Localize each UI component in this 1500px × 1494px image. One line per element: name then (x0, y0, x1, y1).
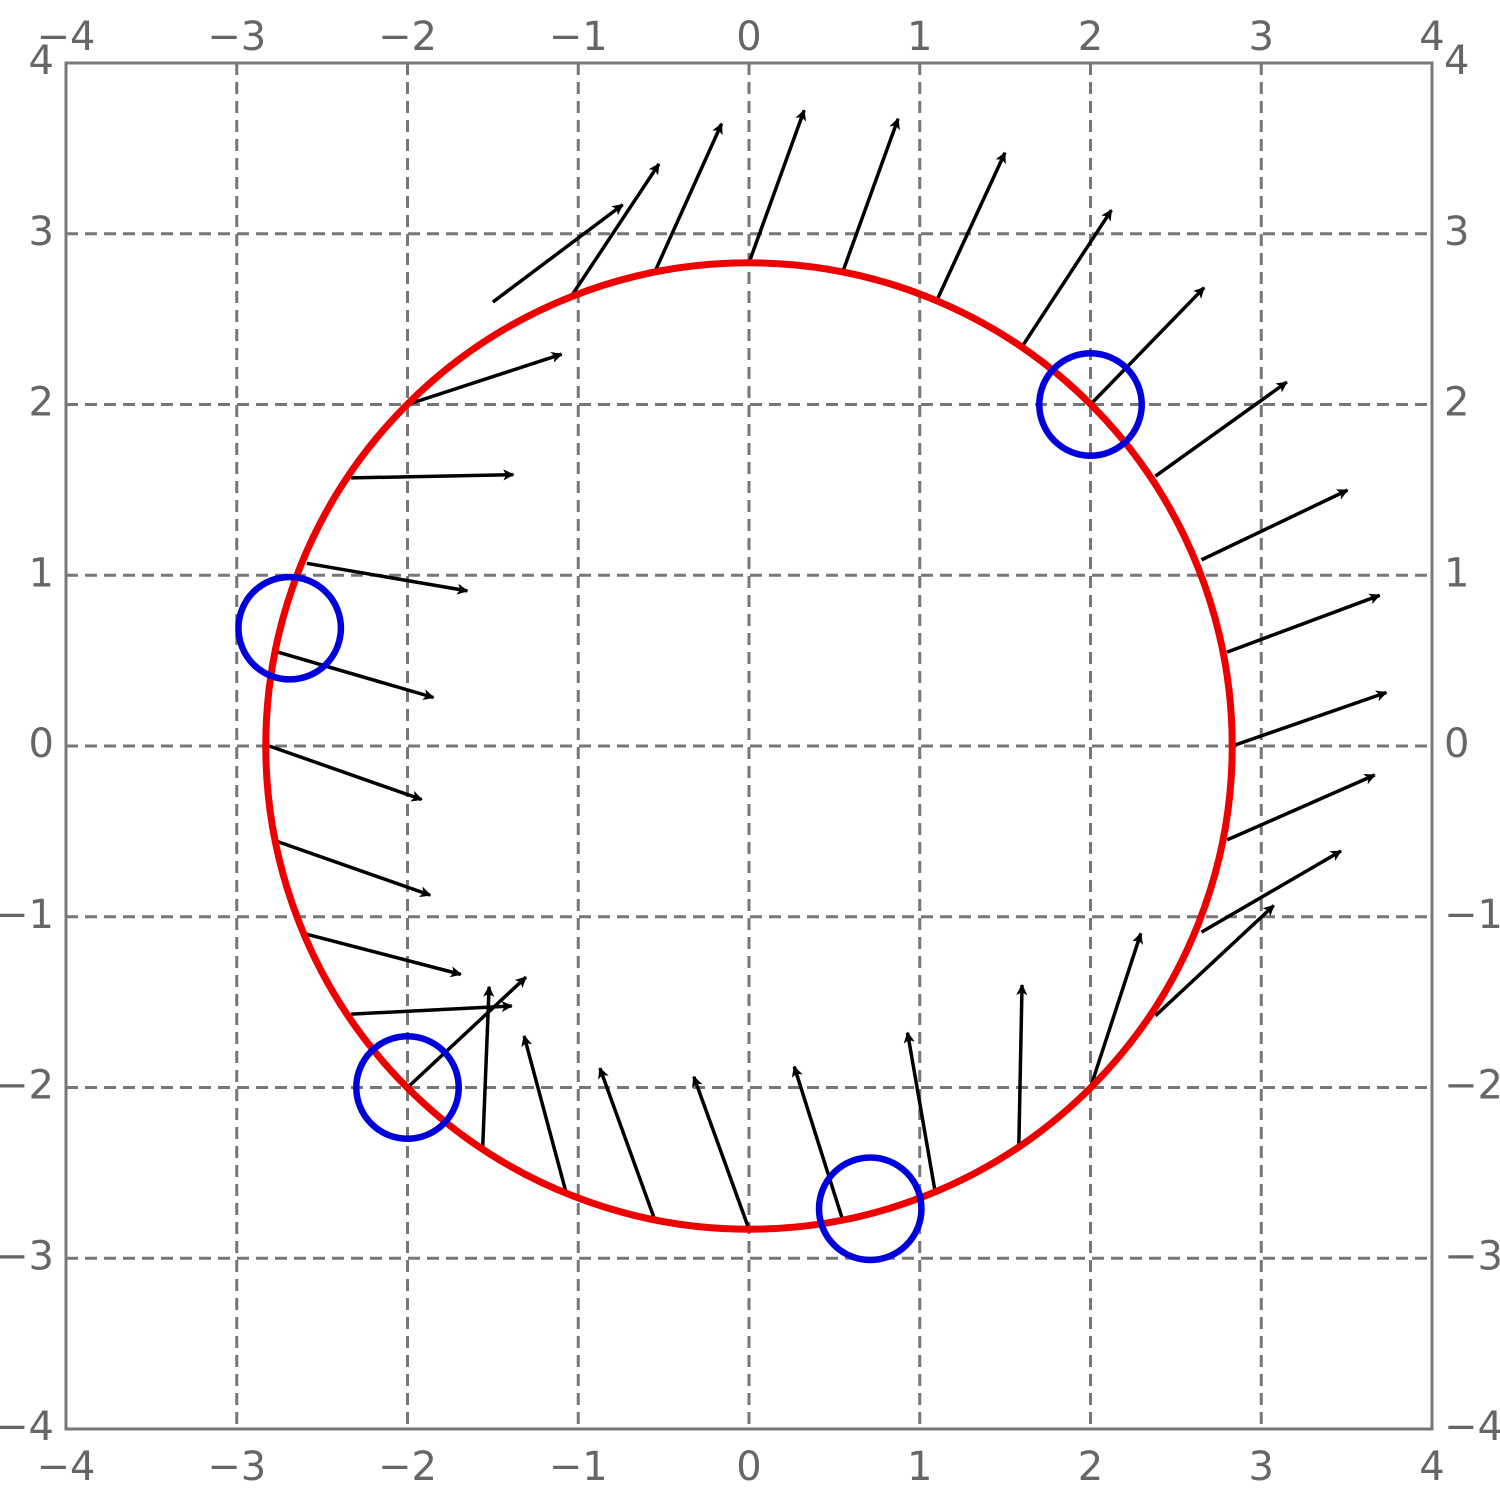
vector-arrow (306, 561, 469, 595)
y-tick-label-right: −1 (1444, 892, 1500, 938)
y-tick-label-right: 1 (1444, 550, 1469, 596)
x-tick-label-top: −1 (549, 14, 608, 60)
x-tick-label-bottom: −3 (207, 1444, 266, 1490)
y-tick-label-left: 0 (29, 721, 54, 767)
x-tick-label-top: −4 (37, 14, 96, 60)
vector-arrow (351, 1000, 513, 1016)
vector-arrow (1088, 932, 1143, 1089)
y-tick-label-left: −2 (0, 1063, 54, 1109)
vector-arrow (304, 932, 462, 978)
vector-arrow (1154, 380, 1288, 478)
x-tick-label-bottom: 2 (1078, 1444, 1103, 1490)
x-tick-label-bottom: −4 (37, 1444, 96, 1490)
x-tick-label-top: 3 (1249, 14, 1274, 60)
y-tick-label-right: −4 (1444, 1404, 1500, 1450)
marker-layer (235, 350, 1145, 1264)
plot-frame (64, 61, 1434, 1431)
vector-arrow (1226, 773, 1376, 842)
marker-circle (1036, 350, 1145, 459)
vector-arrow (521, 1034, 568, 1194)
y-tick-label-right: 0 (1444, 721, 1469, 767)
level-circle (262, 259, 1236, 1233)
x-tick-label-top: 2 (1078, 14, 1103, 60)
y-tick-label-left: 1 (29, 550, 54, 596)
x-tick-label-top: 1 (907, 14, 932, 60)
arrow-layer (268, 109, 1388, 1230)
y-tick-label-right: 3 (1444, 209, 1469, 255)
x-tick-label-top: −3 (207, 14, 266, 60)
vector-arrow (1154, 904, 1275, 1018)
vector-arrow (1200, 488, 1349, 562)
vector-arrow (268, 744, 423, 802)
y-tick-label-left: 3 (29, 209, 54, 255)
vector-arrow (747, 109, 806, 264)
vector-arrow (351, 469, 515, 481)
x-tick-label-bottom: −2 (378, 1444, 437, 1490)
vector-arrow (841, 117, 900, 272)
vector-arrow (692, 1075, 751, 1230)
y-tick-label-left: 4 (29, 38, 54, 84)
vector-arrow (277, 839, 432, 898)
y-tick-label-right: 2 (1444, 380, 1469, 426)
y-tick-label-left: 2 (29, 380, 54, 426)
vector-arrow (935, 151, 1007, 302)
tick-labels: −4−4−3−3−2−2−1−10011223344−4−4−3−3−2−2−1… (0, 14, 1500, 1490)
circle-layer (262, 259, 1236, 1233)
vector-arrow (568, 163, 661, 300)
vector-arrow (406, 975, 528, 1089)
marker-circle (353, 1033, 462, 1142)
y-tick-label-right: −2 (1444, 1063, 1500, 1109)
vector-arrow (1016, 983, 1028, 1148)
vector-arrow (1231, 690, 1388, 748)
x-tick-label-bottom: 3 (1249, 1444, 1274, 1490)
y-tick-label-right: −3 (1444, 1233, 1500, 1279)
vector-arrow (1200, 849, 1342, 934)
y-tick-label-left: −3 (0, 1233, 54, 1279)
x-tick-label-bottom: 1 (907, 1444, 932, 1490)
y-tick-label-left: −4 (0, 1404, 54, 1450)
x-tick-label-bottom: −1 (549, 1444, 608, 1490)
vector-arrow (1226, 593, 1381, 654)
vector-arrow (903, 1031, 937, 1192)
x-tick-label-bottom: 4 (1419, 1444, 1444, 1490)
marker-circle (815, 1154, 925, 1264)
vector-arrow (1020, 209, 1113, 348)
x-tick-label-top: 4 (1419, 14, 1444, 60)
vector-arrow (653, 122, 724, 273)
vector-arrow (598, 1067, 657, 1222)
x-tick-label-bottom: 0 (736, 1444, 761, 1490)
vector-arrow (491, 203, 624, 304)
vector-arrow (406, 352, 563, 407)
x-tick-label-top: 0 (736, 14, 761, 60)
vector-arrow (1089, 286, 1206, 406)
x-tick-label-top: −2 (378, 14, 437, 60)
vector-arrow (277, 650, 435, 701)
vector-arrow (791, 1065, 845, 1222)
marker-circle (235, 573, 345, 683)
y-tick-label-left: −1 (0, 892, 54, 938)
y-tick-label-right: 4 (1444, 38, 1469, 84)
